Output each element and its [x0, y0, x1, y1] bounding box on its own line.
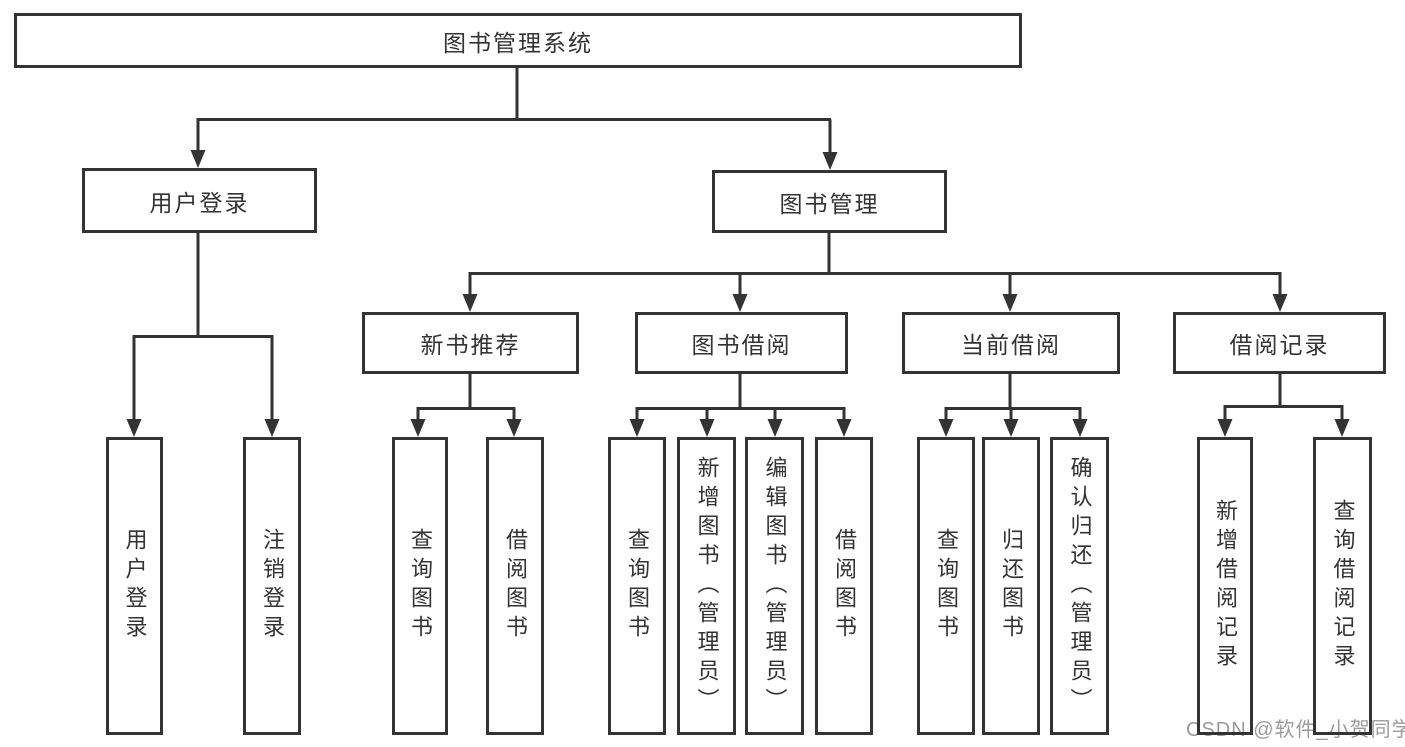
node-new-book-recommend: 新书推荐	[362, 312, 579, 374]
connector-bookmgmt-to-level3	[468, 233, 1282, 296]
leaf-user-login: 用户登录	[106, 437, 163, 735]
node-borrowing-records: 借阅记录	[1173, 312, 1386, 374]
leaf-query-books: 查询图书	[608, 437, 666, 735]
leaf-add-books-admin: 新增图书（管理员）	[677, 437, 736, 735]
arrowheads	[126, 150, 1350, 437]
leaf-return-books: 归还图书	[982, 437, 1040, 735]
leaf-add-borrow-record: 新增借阅记录	[1197, 437, 1253, 735]
node-book-borrowing: 图书借阅	[635, 312, 848, 374]
leaf-query-borrow-record: 查询借阅记录	[1313, 437, 1372, 735]
connector-curborrow-to-leaves	[944, 374, 1082, 421]
leaf-borrow-books: 借阅图书	[486, 437, 544, 735]
node-book-management: 图书管理	[712, 170, 947, 233]
connector-borrowrec-to-leaves	[1223, 374, 1344, 421]
leaf-query-books: 查询图书	[917, 437, 975, 735]
connector-newbook-to-leaves	[416, 374, 516, 421]
node-user-login: 用户登录	[82, 168, 317, 233]
leaf-query-books: 查询图书	[392, 437, 448, 735]
leaf-borrow-books: 借阅图书	[815, 437, 873, 735]
connector-userlogin-to-leaves	[132, 233, 274, 421]
leaf-confirm-return-admin: 确认归还（管理员）	[1050, 437, 1109, 735]
connector-bookborrow-to-leaves	[635, 374, 846, 421]
leaf-logout: 注销登录	[243, 437, 301, 735]
connector-root-to-level2	[196, 68, 832, 154]
csdn-watermark: CSDN @软件_小贺同学	[1186, 719, 1405, 741]
node-current-borrowing: 当前借阅	[902, 312, 1120, 374]
node-library-system: 图书管理系统	[14, 13, 1022, 68]
leaf-edit-books-admin: 编辑图书（管理员）	[745, 437, 804, 735]
